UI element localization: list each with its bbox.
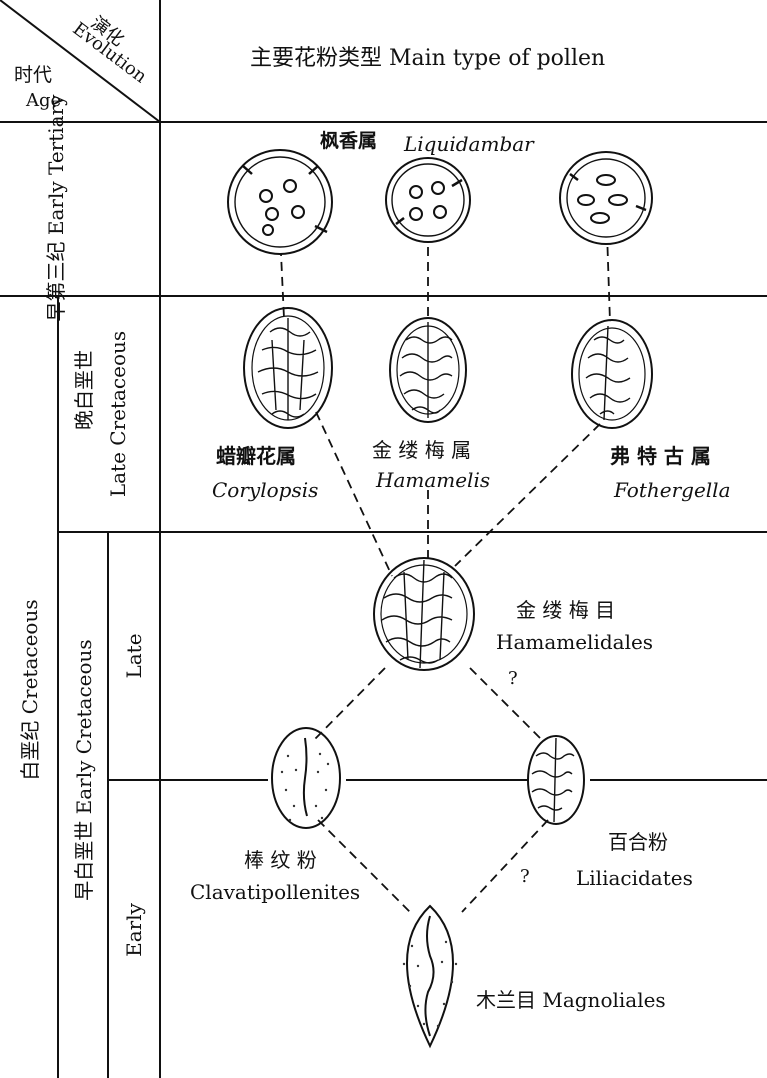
age-late-cretaceous-cn: 晚白垩世 xyxy=(74,350,94,430)
liquidambar-grain-1 xyxy=(228,150,332,254)
magnoliales-grain xyxy=(407,906,453,1046)
corylopsis-label-en: Corylopsis xyxy=(212,480,318,500)
hamamelidales-grain xyxy=(374,558,474,670)
corylopsis-grain xyxy=(244,308,332,428)
clavatipollenites-label-en: Clavatipollenites xyxy=(190,882,360,902)
fothergella-label-en: Fothergella xyxy=(614,480,731,500)
age-early-tertiary: 早第三纪 Early Tertiary xyxy=(46,95,66,322)
corylopsis-label-cn: 蜡瓣花属 xyxy=(216,446,296,466)
link-liquidambar3-fothergella xyxy=(607,232,610,322)
fothergella-grain xyxy=(572,320,652,428)
link-corylopsis-hamamelidales xyxy=(316,412,392,576)
liliacidates-grain xyxy=(528,736,584,824)
clavatipollenites-grain xyxy=(272,728,340,828)
age-early: Early xyxy=(124,903,144,957)
liquidambar-grain-3 xyxy=(560,152,652,244)
liquidambar-label-cn: 枫香属 xyxy=(320,132,377,151)
liquidambar-grain-2 xyxy=(386,158,470,242)
hamamelis-label-cn: 金 缕 梅 属 xyxy=(372,440,471,460)
age-cretaceous: 白垩纪 Cretaceous xyxy=(20,599,40,780)
fothergella-label-cn: 弗 特 古 属 xyxy=(610,446,711,466)
clavatipollenites-label-cn: 棒 纹 粉 xyxy=(244,850,317,870)
age-late-cretaceous-en: Late Cretaceous xyxy=(108,331,128,497)
age-early-cretaceous: 早白垩世 Early Cretaceous xyxy=(74,639,94,900)
magnoliales-label: 木兰目 Magnoliales xyxy=(476,990,666,1010)
age-late: Late xyxy=(124,633,144,678)
hamamelis-grain xyxy=(390,318,466,422)
liquidambar-label-en: Liquidambar xyxy=(404,134,534,154)
liliacidates-label-cn: 百合粉 xyxy=(608,832,668,852)
link-hamamelidales-liliacidates xyxy=(470,668,544,742)
liliacidates-label-en: Liliacidates xyxy=(576,868,693,888)
uncertain-mark-lower: ? xyxy=(520,868,530,886)
hamamelidales-label-cn: 金 缕 梅 目 xyxy=(516,600,615,620)
uncertain-mark-upper: ? xyxy=(508,670,518,688)
hamamelis-label-en: Hamamelis xyxy=(376,470,490,490)
hamamelidales-label-en: Hamamelidales xyxy=(496,632,653,652)
page-title: 主要花粉类型 Main type of pollen xyxy=(250,48,605,70)
link-hamamelidales-clavatipollenites xyxy=(312,668,385,742)
link-liliacidates-magnoliales xyxy=(462,820,548,912)
age-label-cn: 时代 xyxy=(14,66,52,85)
link-fothergella-hamamelidales xyxy=(455,424,600,566)
